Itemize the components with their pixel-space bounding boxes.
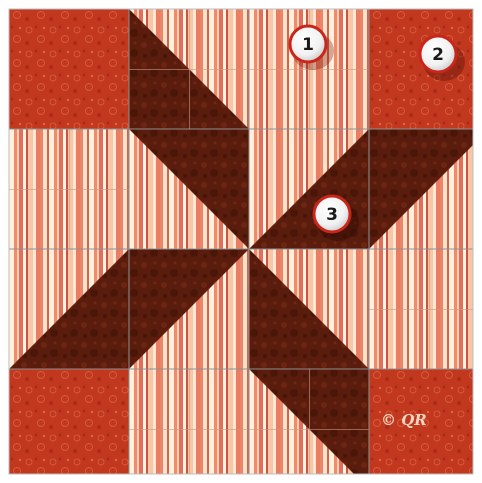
hst-center-bottom-right xyxy=(249,249,369,369)
stripe-square-mid-left xyxy=(9,129,129,249)
callout-1-label: 1 xyxy=(302,35,314,55)
callout-2-label: 2 xyxy=(432,45,444,65)
callout-3-label: 3 xyxy=(326,205,338,225)
corner-square-top-left xyxy=(9,9,129,129)
hst-bottom-right-center xyxy=(249,369,369,483)
corner-square-bottom-left xyxy=(9,369,129,483)
copyright-mark-icon: © QR xyxy=(381,411,427,429)
hst-center-top-left xyxy=(129,129,249,249)
stripe-square-mid-right-lower xyxy=(369,249,482,369)
hst-top-left-center xyxy=(129,9,249,129)
hst-mid-right xyxy=(369,129,482,249)
hst-mid-left-lower xyxy=(9,249,129,369)
stripe-square-bottom-left-center xyxy=(129,369,249,483)
hst-center-bottom-left xyxy=(129,249,249,369)
